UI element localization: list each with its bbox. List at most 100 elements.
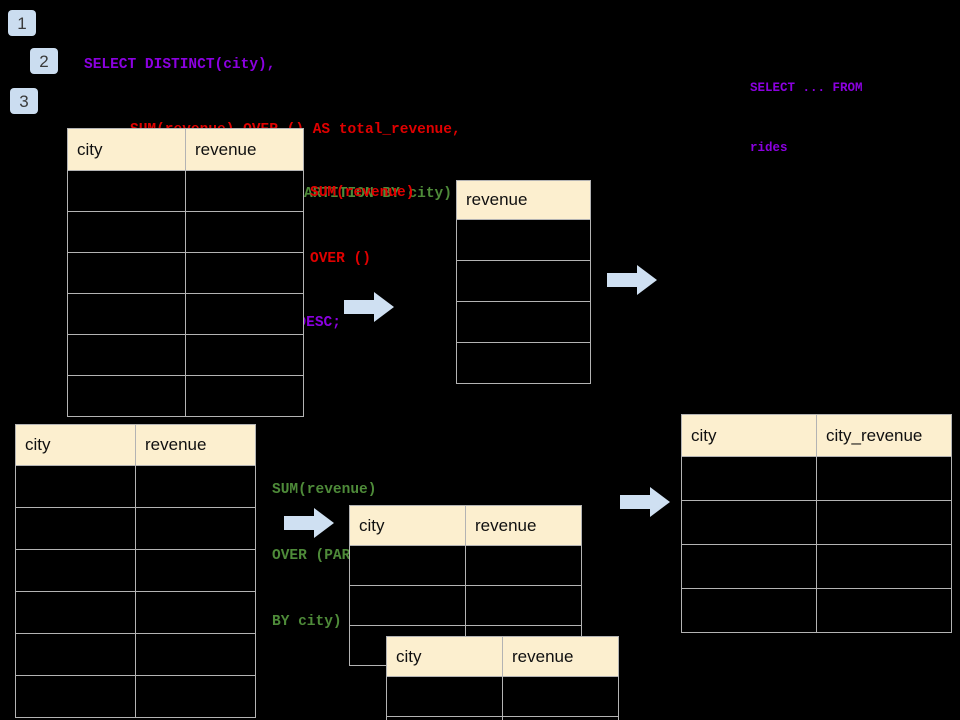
table-cell	[15, 591, 136, 634]
column-header-revenue: revenue	[185, 128, 304, 171]
final-result-table: city city_revenue	[681, 414, 952, 633]
table-row	[386, 716, 619, 720]
right-arrow-icon	[607, 265, 657, 295]
side-note-select-from: SELECT ... FROM rides	[750, 38, 863, 198]
table-cell	[681, 588, 817, 633]
table-cell	[15, 465, 136, 508]
column-header-city: city	[349, 505, 466, 546]
arrow-total-to-result	[607, 265, 657, 295]
column-header-revenue: revenue	[502, 636, 619, 677]
table-cell	[15, 549, 136, 592]
table-cell	[15, 507, 136, 550]
table-row	[15, 633, 256, 676]
table-cell	[135, 465, 256, 508]
table-row	[456, 301, 591, 343]
step-badge-3: 3	[10, 88, 38, 114]
column-header-city-revenue: city_revenue	[816, 414, 952, 457]
table-header-row: city revenue	[15, 424, 256, 466]
table-cell	[185, 211, 304, 253]
table-cell	[15, 675, 136, 718]
table-cell	[816, 456, 952, 501]
column-header-revenue: revenue	[135, 424, 256, 466]
table-cell	[135, 675, 256, 718]
table-cell	[185, 293, 304, 335]
table-header-row: city revenue	[386, 636, 619, 677]
arrow-partition-to-result	[620, 487, 670, 517]
table-row	[67, 334, 304, 376]
table-row	[67, 375, 304, 417]
column-header-revenue: revenue	[465, 505, 582, 546]
right-arrow-icon	[620, 487, 670, 517]
table-cell	[456, 260, 591, 302]
table-cell	[502, 676, 619, 717]
table-cell	[386, 676, 503, 717]
annotation-total-revenue: SUM(revenue) OVER ()	[310, 138, 414, 314]
table-cell	[349, 585, 466, 626]
table-row	[15, 675, 256, 718]
annotation-city-revenue-line-3: BY city)	[272, 614, 342, 630]
table-row	[681, 500, 952, 545]
annotation-city-revenue-line-1: SUM(revenue)	[272, 482, 377, 498]
table-row	[67, 211, 304, 253]
table-cell	[816, 588, 952, 633]
total-revenue-table: revenue	[456, 180, 591, 384]
table-cell	[185, 252, 304, 294]
table-cell	[67, 375, 186, 417]
table-cell	[681, 500, 817, 545]
table-row	[386, 676, 619, 717]
table-header-row: city revenue	[67, 128, 304, 171]
partition-group-table-front: city revenue	[386, 636, 619, 720]
table-cell	[456, 219, 591, 261]
table-cell	[816, 544, 952, 589]
table-row	[681, 588, 952, 633]
column-header-city: city	[681, 414, 817, 457]
table-cell	[456, 301, 591, 343]
table-row	[15, 549, 256, 592]
table-cell	[185, 334, 304, 376]
table-cell	[15, 633, 136, 676]
table-cell	[681, 544, 817, 589]
annotation-total-revenue-line-2: OVER ()	[310, 251, 371, 267]
table-row	[15, 465, 256, 508]
table-cell	[135, 591, 256, 634]
table-cell	[67, 252, 186, 294]
right-arrow-icon	[344, 292, 394, 322]
table-cell	[135, 507, 256, 550]
table-cell	[67, 170, 186, 212]
table-cell	[465, 585, 582, 626]
table-row	[67, 170, 304, 212]
table-cell	[67, 293, 186, 335]
rides-source-table-partitioned: city revenue	[15, 424, 256, 718]
table-row	[456, 219, 591, 261]
table-cell	[185, 375, 304, 417]
step-badge-2-label: 2	[39, 51, 49, 71]
arrow-source-to-total	[344, 292, 394, 322]
side-note-line-1: SELECT ... FROM	[750, 81, 863, 95]
right-arrow-icon	[284, 508, 334, 538]
table-row	[349, 545, 582, 586]
table-cell	[816, 500, 952, 545]
table-row	[681, 544, 952, 589]
table-cell	[502, 716, 619, 720]
table-cell	[185, 170, 304, 212]
table-cell	[135, 549, 256, 592]
sql-line-select: SELECT DISTINCT(city),	[84, 57, 276, 73]
table-cell	[67, 334, 186, 376]
column-header-revenue: revenue	[456, 180, 591, 220]
annotation-total-revenue-line-1: SUM(revenue)	[310, 185, 415, 201]
table-cell	[456, 342, 591, 384]
table-cell	[67, 211, 186, 253]
table-cell	[386, 716, 503, 720]
table-row	[67, 252, 304, 294]
column-header-city: city	[386, 636, 503, 677]
table-row	[456, 260, 591, 302]
arrow-source-to-partition	[284, 508, 334, 538]
table-cell	[681, 456, 817, 501]
table-header-row: city revenue	[349, 505, 582, 546]
column-header-city: city	[67, 128, 186, 171]
table-header-row: city city_revenue	[681, 414, 952, 457]
step-badge-2: 2	[30, 48, 58, 74]
step-badge-1-label: 1	[17, 13, 27, 33]
side-note-line-2: rides	[750, 141, 788, 155]
